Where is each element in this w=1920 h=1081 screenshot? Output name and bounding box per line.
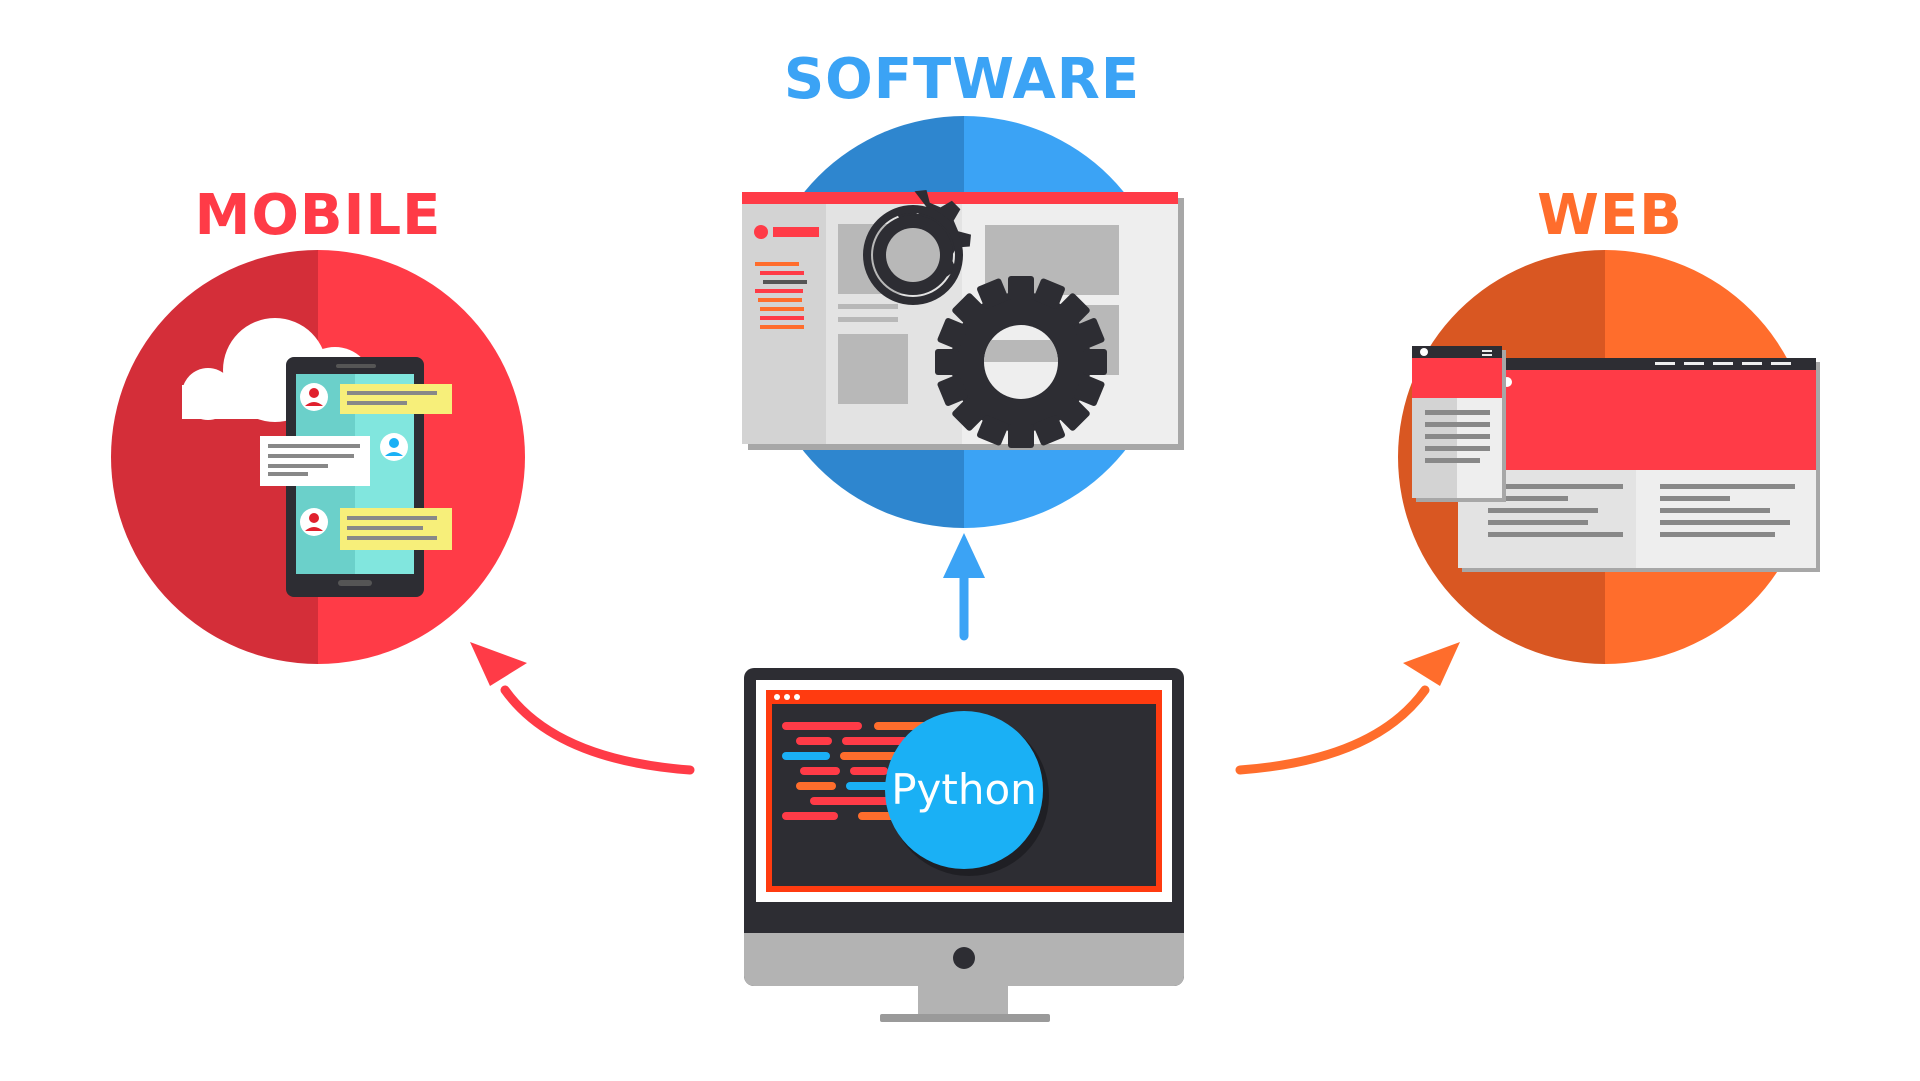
large-gear-icon	[935, 276, 1107, 448]
web-arrow-icon	[1235, 642, 1460, 775]
up-arrow-icon	[943, 533, 985, 641]
small-gear-shape	[873, 215, 953, 295]
python-label: Python	[891, 765, 1037, 814]
monitor-code-icon: Python	[744, 668, 1184, 1022]
mobile-label: MOBILE	[195, 183, 442, 248]
web-label: WEB	[1537, 183, 1683, 248]
software-label: SOFTWARE	[784, 47, 1140, 112]
mobile-arrow-icon	[470, 642, 695, 775]
phone-chat-icon	[260, 357, 452, 597]
browser-windows-icon	[1412, 346, 1820, 572]
